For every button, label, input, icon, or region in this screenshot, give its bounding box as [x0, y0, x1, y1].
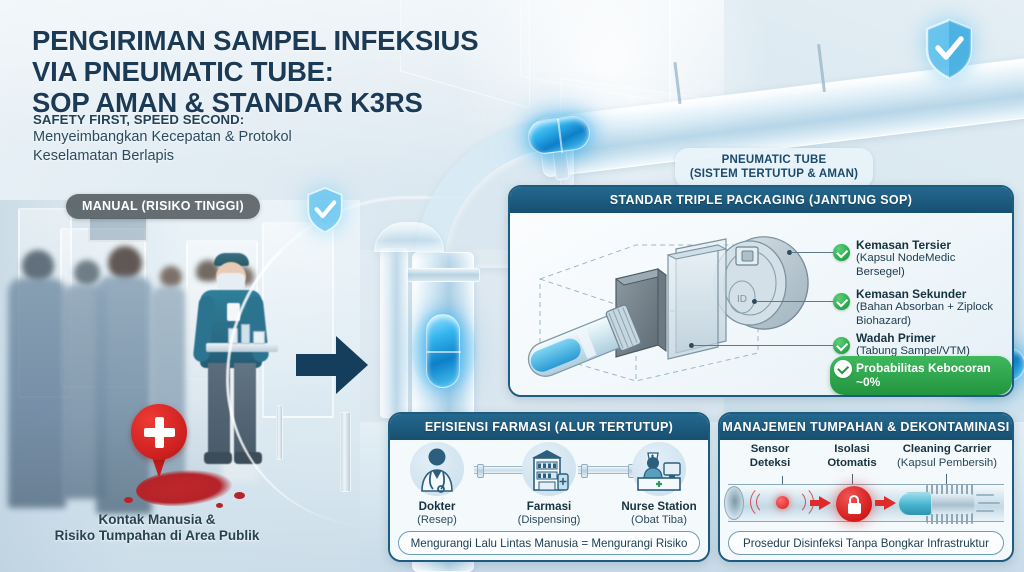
leader-anchor: [752, 299, 757, 304]
leader-line: [693, 345, 833, 347]
pneumatic-tube-label: PNEUMATIC TUBE (SISTEM TERTUTUP & AMAN): [675, 148, 873, 189]
pharmacy-node-name: Dokter: [418, 500, 456, 513]
manual-risk-badge: MANUAL (RISIKO TINGGI): [66, 194, 260, 219]
packaging-item-detail: (Bahan Absorban + Ziplock Biohazard): [856, 301, 994, 327]
motion-line: [976, 494, 994, 496]
headline-line-3: SOP AMAN & STANDAR K3RS: [32, 86, 423, 118]
packaging-card-header: STANDAR TRIPLE PACKAGING (JANTUNG SOP): [510, 187, 1012, 213]
spill-droplet: [216, 503, 223, 508]
shield-check-icon: [307, 186, 343, 234]
spill-step-line-2: Otomatis: [827, 456, 877, 469]
pharmacy-node-sub: (Resep): [417, 514, 457, 526]
pharmacy-building-icon: [532, 450, 569, 491]
subtitle: Menyeimbangkan Kecepatan & Protokol Kese…: [33, 128, 363, 165]
leader-anchor: [689, 343, 694, 348]
tagline: SAFETY FIRST, SPEED SECOND:: [33, 112, 245, 127]
detection-sensor-icon: [776, 496, 789, 509]
check-icon: [833, 244, 850, 261]
spill-step-line-1: Cleaning Carrier: [902, 443, 992, 455]
flow-arrow-icon: [884, 496, 896, 510]
pipe-connector: [578, 464, 638, 478]
spill-droplet: [124, 497, 133, 503]
packaging-item-title: Kemasan Sekunder: [856, 287, 967, 301]
spill-step-cleaning-label: Cleaning Carrier (Kapsul Pembersih): [886, 443, 1008, 470]
cleaning-brush-core: [926, 494, 974, 514]
packaging-item-primary: Wadah Primer (Tabung Sampel/VTM): [856, 331, 1006, 359]
leader-anchor: [787, 250, 792, 255]
subtitle-line-2: Keselamatan Berlapis: [33, 147, 175, 164]
transport-capsule: [426, 314, 461, 388]
cleaning-carrier-capsule: [898, 492, 932, 516]
sensor-wave-icon: [750, 485, 784, 519]
leak-probability-label: Probabilitas Kebocoran ~0%: [856, 361, 991, 389]
spill-step-line-1: Isolasi: [834, 443, 870, 455]
leak-probability-badge: Probabilitas Kebocoran ~0%: [830, 356, 1012, 395]
packaging-item-detail: (Tabung Sampel/VTM): [856, 345, 970, 358]
headline-line-2: VIA PNEUMATIC TUBE:: [32, 55, 334, 87]
headline-line-1: PENGIRIMAN SAMPEL INFEKSIUS: [32, 25, 479, 56]
tube-label-line-1: PNEUMATIC TUBE: [721, 154, 827, 166]
spill-management-card: MANAJEMEN TUMPAHAN & DEKONTAMINASI JALUR…: [718, 412, 1014, 562]
doctor-icon: [421, 448, 453, 493]
manual-caption-line-2: Risiko Tumpahan di Area Publik: [54, 528, 260, 544]
pharmacy-node-sub: (Dispensing): [517, 514, 581, 526]
manual-caption-line-1: Kontak Manusia &: [98, 512, 216, 527]
triple-packaging-illustration: ID: [527, 236, 809, 382]
pharmacy-footer-note: Mengurangi Lalu Lintas Manusia = Mengura…: [398, 531, 700, 555]
packaging-item-secondary: Kemasan Sekunder (Bahan Absorban + Ziplo…: [856, 287, 1006, 328]
spill-step-line-2: (Kapsul Pembersih): [896, 456, 998, 469]
spill-step-sensor-label: Sensor Deteksi: [734, 443, 806, 470]
lock-icon: [836, 486, 872, 522]
check-icon: [834, 360, 852, 378]
secondary-tube: [380, 248, 408, 418]
packaging-item-title: Kemasan Tersier: [856, 238, 951, 252]
pharmacy-node-sub: (Obat Tiba): [631, 514, 687, 526]
spill-step-line-1: Sensor: [750, 443, 790, 455]
page-title: PENGIRIMAN SAMPEL INFEKSIUS VIA PNEUMATI…: [32, 25, 552, 118]
pharmacy-node-name: Farmasi: [526, 500, 572, 513]
check-icon: [833, 293, 850, 310]
leader-line: [791, 252, 833, 254]
spill-droplet: [234, 492, 245, 499]
svg-text:ID: ID: [737, 294, 747, 305]
spill-step-isolation-label: Isolasi Otomatis: [812, 443, 892, 470]
packaging-item-tertiary: Kemasan Tersier (Kapsul NodeMedic Berseg…: [856, 238, 1006, 279]
flow-arrow-icon: [875, 500, 884, 506]
check-icon: [833, 337, 850, 354]
pharmacy-node-name: Nurse Station: [621, 500, 697, 513]
motion-line: [976, 510, 994, 512]
spill-card-header: MANAJEMEN TUMPAHAN & DEKONTAMINASI JALUR: [720, 414, 1012, 460]
packaging-item-title: Wadah Primer: [856, 331, 936, 345]
flow-arrow-icon: [810, 500, 819, 506]
leader-line: [852, 474, 854, 488]
transition-arrow-icon: [296, 336, 368, 394]
pipe-mouth: [724, 486, 744, 520]
tube-label-line-2: (SISTEM TERTUTUP & AMAN): [689, 167, 859, 180]
spill-footer-note: Prosedur Disinfeksi Tanpa Bongkar Infras…: [728, 531, 1004, 555]
nurse-station-icon: [637, 452, 681, 491]
motion-line: [978, 502, 1000, 504]
tube-joint-band: [406, 268, 480, 282]
triple-packaging-card: STANDAR TRIPLE PACKAGING (JANTUNG SOP) I…: [508, 185, 1014, 397]
shield-check-icon: [925, 18, 973, 80]
spill-step-line-2: Deteksi: [749, 456, 791, 469]
flow-arrow-icon: [819, 496, 831, 510]
subtitle-line-1: Menyeimbangkan Kecepatan & Protokol: [33, 129, 292, 145]
spill-risk-pin-icon: [131, 404, 187, 478]
leader-line: [756, 301, 833, 303]
manual-risk-caption: Kontak Manusia & Risiko Tumpahan di Area…: [26, 512, 288, 545]
pharmacy-card-header: EFISIENSI FARMASI (ALUR TERTUTUP): [390, 414, 708, 440]
pharmacy-efficiency-card: EFISIENSI FARMASI (ALUR TERTUTUP): [388, 412, 710, 562]
leader-line: [946, 474, 948, 488]
packaging-item-detail: (Kapsul NodeMedic Bersegel): [856, 252, 956, 278]
